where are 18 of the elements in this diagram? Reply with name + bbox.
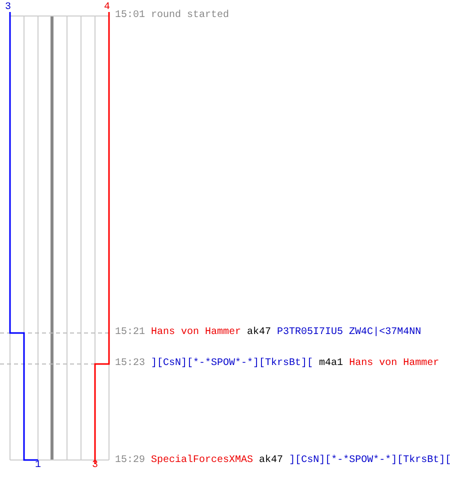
team-count: 1 xyxy=(35,460,42,472)
event-time: 15:29 xyxy=(115,455,146,467)
player-name: Hans von Hammer xyxy=(151,327,242,339)
player-name: Hans von Hammer xyxy=(349,358,440,370)
event-text: round started xyxy=(151,10,230,22)
player-name: SpecialForcesXMAS xyxy=(151,455,254,467)
player-name: ][CsN][*-*SPOW*-*][TkrsBt][ xyxy=(151,358,314,370)
player-name: P3TR05I7IU5 ZW4C|<37M4NN xyxy=(277,327,422,339)
event-time: 15:21 xyxy=(115,327,146,339)
team-count: 3 xyxy=(5,2,12,14)
team-count: 3 xyxy=(92,460,98,472)
weapon-name: ak47 xyxy=(259,455,284,467)
weapon-name: m4a1 xyxy=(319,358,344,370)
player-name: ][CsN][*-*SPOW*-*][TkrsBt][ xyxy=(289,455,450,467)
team-count: 4 xyxy=(104,2,110,14)
weapon-name: ak47 xyxy=(247,327,272,339)
event-time: 15:23 xyxy=(115,358,146,370)
event-time: 15:01 xyxy=(115,10,146,22)
